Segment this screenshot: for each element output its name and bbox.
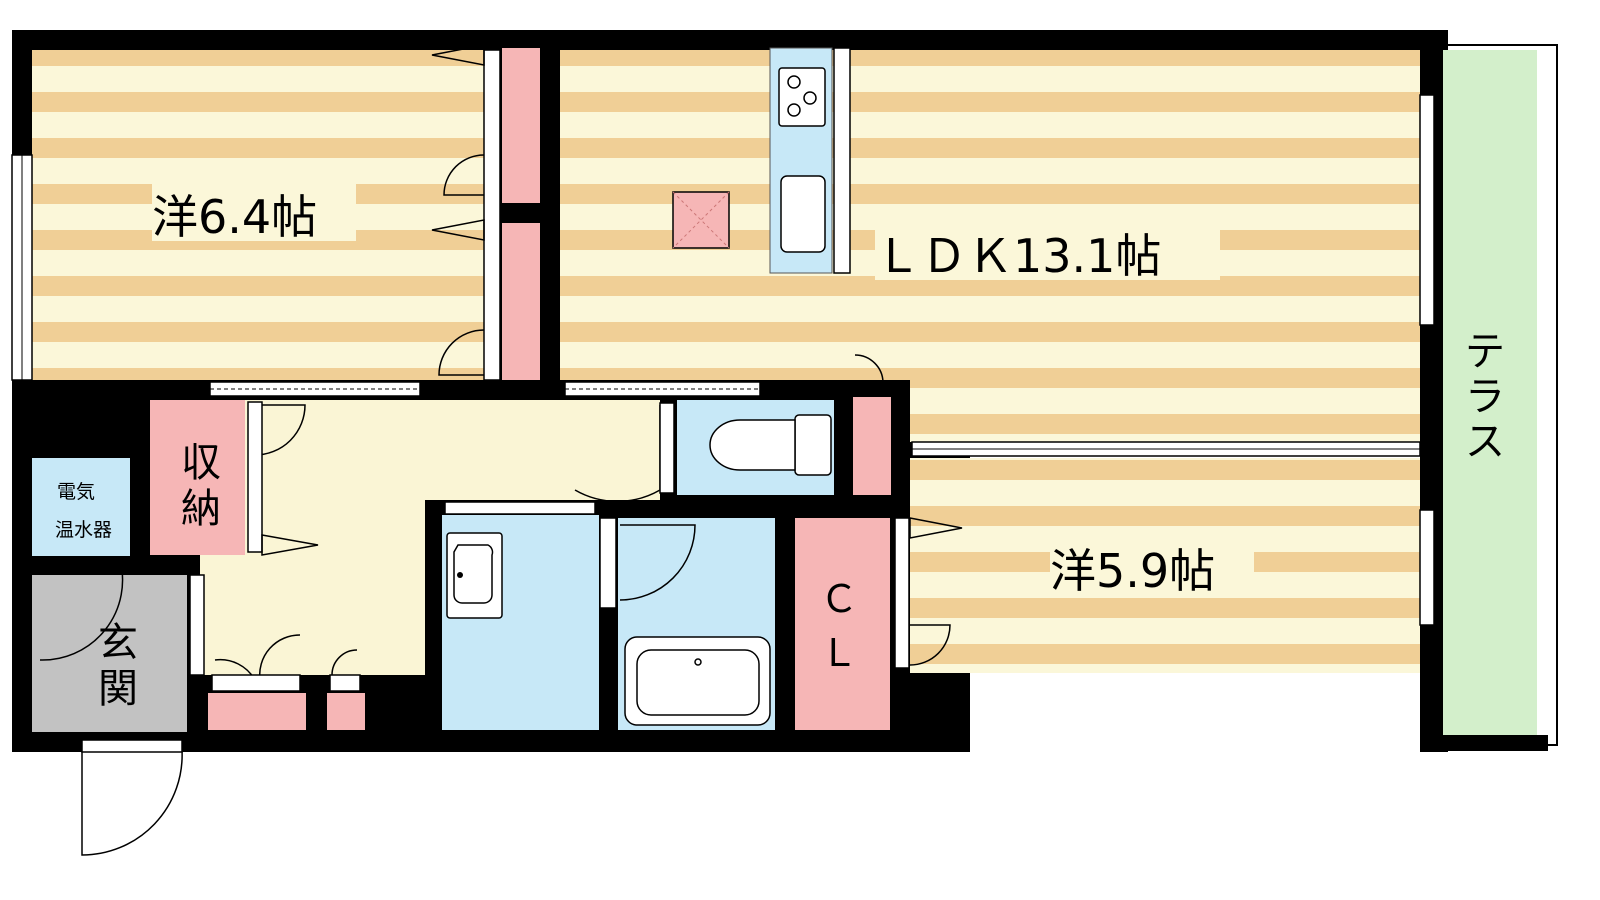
closet-label-2: Ｌ xyxy=(820,631,858,675)
storage-label-2: 納 xyxy=(181,486,221,532)
closet-door-marks xyxy=(261,44,963,556)
sliding-partitions xyxy=(209,47,1421,515)
closet-lower xyxy=(502,223,540,380)
storage-areas xyxy=(150,48,891,730)
water-heater-label-2: 温水器 xyxy=(55,519,112,541)
western-room-1-label: 洋6.4帖 xyxy=(152,190,317,244)
terrace-label-1: テ xyxy=(1465,329,1505,375)
bathtub-icon xyxy=(624,636,771,726)
windows xyxy=(11,94,1435,626)
water-heater-area xyxy=(32,458,130,556)
water-heater-label-1: 電気 xyxy=(57,481,95,503)
shoe-box xyxy=(208,693,306,730)
washbasin-icon xyxy=(446,532,503,619)
ldk-lower-floor xyxy=(910,380,1420,442)
storage-room xyxy=(150,400,245,555)
storage-label-1: 収 xyxy=(181,440,221,486)
door-leaves xyxy=(81,401,910,753)
terrace-label-3: ス xyxy=(1465,419,1505,465)
entrance-label-2: 関 xyxy=(98,666,138,712)
refrigerator-space-icon xyxy=(672,191,730,249)
entrance-floor xyxy=(32,575,187,732)
ldk-label: ＬＤＫ13.1帖 xyxy=(875,229,1161,283)
closet-upper xyxy=(502,48,540,203)
small-box xyxy=(327,693,365,730)
cl-closet xyxy=(795,518,890,730)
terrace-label-2: ラ xyxy=(1465,374,1505,420)
kitchen-sink-icon xyxy=(780,175,826,253)
hallway-floor-2 xyxy=(425,400,660,500)
terrace-area xyxy=(1442,50,1537,735)
toilet-icon xyxy=(709,414,832,476)
door-swings xyxy=(39,154,951,856)
small-storage xyxy=(853,397,891,495)
entrance-label-1: 玄 xyxy=(98,620,138,666)
closet-label-1: Ｃ xyxy=(820,577,858,621)
western-room-2-label: 洋5.9帖 xyxy=(1050,544,1215,598)
three-burner-stove-icon xyxy=(778,67,826,127)
terrace-bottom-wall xyxy=(1430,735,1548,751)
